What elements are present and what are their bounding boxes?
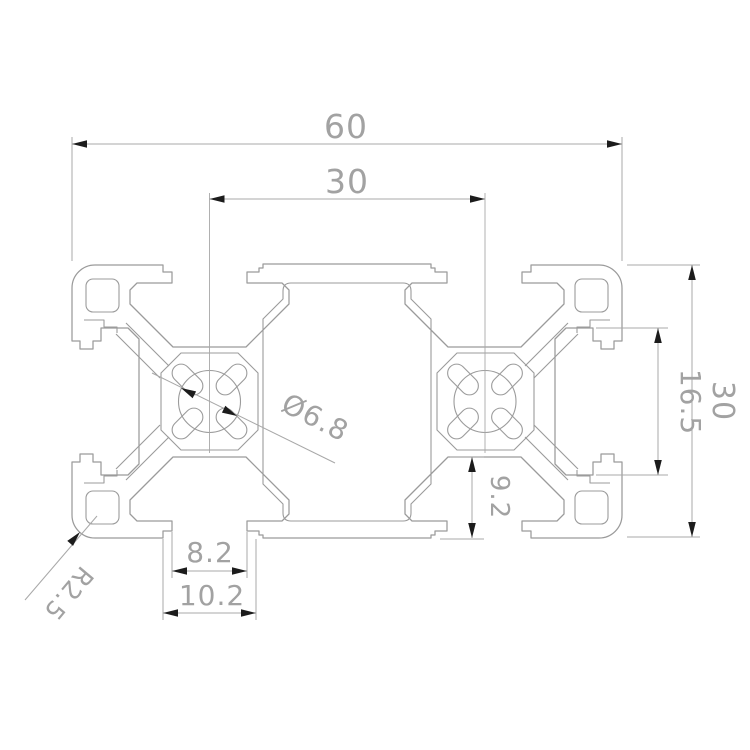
corner-step-top-left — [84, 319, 118, 333]
corner-hole-top-left — [85, 278, 120, 313]
dim-label-overall-height: 30 — [705, 381, 740, 421]
corner-step-top-right — [576, 319, 610, 333]
dim-label-hole-spacing: 30 — [325, 162, 369, 201]
dim-label-slot-inner-width: 8.2 — [186, 536, 234, 569]
dim-slot-cavity-depth: 9.2 — [440, 456, 514, 540]
dim-label-slot-outer-width: 10.2 — [179, 579, 245, 612]
corner-hole-bottom-right — [574, 490, 609, 525]
dim-slot-inner-width: 8.2 — [171, 532, 248, 578]
dim-corner-radius: R2.5 — [24, 515, 100, 626]
web-ribs — [115, 322, 579, 481]
dim-slot-outer-width: 10.2 — [162, 539, 257, 620]
dim-overall-width: 60 — [71, 107, 623, 261]
corner-step-bottom-left — [84, 470, 118, 484]
corner-step-bottom-right — [576, 470, 610, 484]
boss-block-right — [436, 352, 535, 451]
dim-hole-spacing: 30 — [209, 162, 486, 453]
dim-label-corner-radius: R2.5 — [38, 561, 100, 626]
corner-hole-bottom-left — [85, 490, 120, 525]
profile-outline — [71, 263, 623, 539]
dim-label-overall-width: 60 — [324, 107, 368, 146]
dim-overall-height: 30 — [627, 264, 740, 538]
profile-section — [71, 263, 623, 539]
dim-end-cavity-height: 16.5 — [596, 327, 707, 476]
dim-label-end-cavity-height: 16.5 — [674, 369, 707, 435]
boss-block-left — [160, 352, 259, 451]
dim-label-center-hole-diameter: Ø6.8 — [276, 387, 354, 448]
center-cavity — [262, 282, 432, 522]
dim-label-slot-cavity-depth: 9.2 — [484, 475, 514, 519]
corner-hole-top-right — [574, 278, 609, 313]
